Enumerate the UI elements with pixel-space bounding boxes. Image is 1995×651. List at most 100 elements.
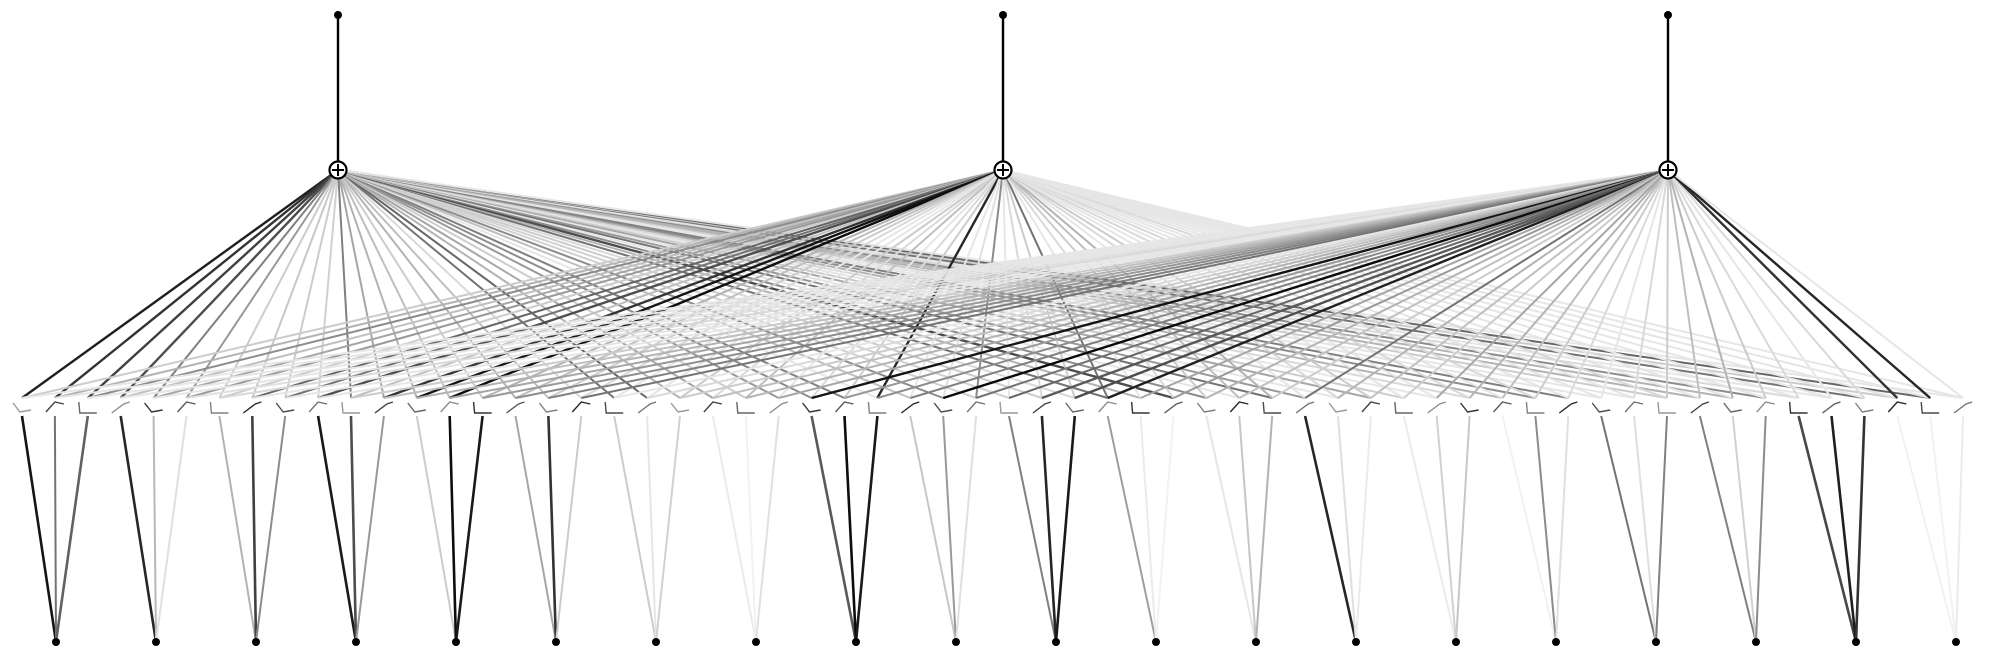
activation-glyph xyxy=(1098,401,1117,413)
output-edge xyxy=(1403,169,1669,399)
output-edge xyxy=(1074,168,1669,400)
activation-glyph xyxy=(1723,402,1742,413)
input-edge xyxy=(646,415,657,643)
input-edge xyxy=(514,415,557,643)
output-edge xyxy=(1667,169,1767,399)
output-edge xyxy=(120,169,1004,399)
activation-glyph xyxy=(45,401,65,413)
output-edge xyxy=(482,169,1669,399)
output-edge xyxy=(1501,169,1669,399)
activation-glyph xyxy=(407,402,426,413)
input-node xyxy=(52,638,60,646)
input-edge xyxy=(547,415,558,643)
activation-glyph xyxy=(1920,401,1940,414)
activation-glyph xyxy=(472,401,492,414)
output-edge xyxy=(1435,169,1669,399)
input-edge xyxy=(1555,415,1570,643)
input-edge xyxy=(854,415,879,643)
input-edge xyxy=(655,415,681,643)
output-edge xyxy=(1140,169,1669,399)
input-node xyxy=(1752,638,1760,646)
activation-glyph xyxy=(1525,401,1545,414)
input-edge xyxy=(1303,415,1358,643)
input-edge xyxy=(1633,415,1657,643)
output-edge xyxy=(1002,169,1766,399)
input-node xyxy=(1152,638,1160,646)
activation-glyph xyxy=(111,401,130,414)
input-edge xyxy=(1355,415,1372,643)
activation-glyphs xyxy=(12,401,1973,414)
output-edge xyxy=(1304,169,1669,399)
output-edge xyxy=(1271,169,1669,399)
input-edge xyxy=(1797,415,1858,643)
output-edge xyxy=(1600,169,1669,399)
input-edge xyxy=(810,415,858,643)
input-node xyxy=(1952,638,1960,646)
input-edge xyxy=(711,415,757,643)
input-node xyxy=(1552,638,1560,646)
activation-glyph xyxy=(571,401,591,413)
input-node xyxy=(252,638,260,646)
output-edge xyxy=(679,169,1669,399)
input-node xyxy=(552,638,560,646)
output-edge xyxy=(1041,168,1669,400)
output-edge xyxy=(1002,169,1799,399)
activation-glyph xyxy=(1822,401,1841,414)
input-node xyxy=(1652,638,1660,646)
input-edge xyxy=(744,415,757,643)
input-node xyxy=(352,638,360,646)
activation-glyph xyxy=(834,401,854,413)
input-node xyxy=(1252,638,1260,646)
input-edge xyxy=(155,415,188,643)
output-edge xyxy=(87,169,1004,399)
input-edge xyxy=(1337,415,1357,643)
output-edge xyxy=(745,169,1669,399)
input-edge xyxy=(1040,415,1058,643)
output-edge xyxy=(1667,169,1734,399)
activation-glyph xyxy=(176,401,196,413)
output-terminal xyxy=(1664,11,1672,19)
input-edge xyxy=(909,415,957,643)
input-edge xyxy=(1698,415,1757,643)
input-edge xyxy=(218,415,257,643)
activation-glyph xyxy=(308,401,328,413)
input-edge xyxy=(251,415,258,643)
input-edge xyxy=(955,415,978,643)
input-edge xyxy=(1238,415,1257,643)
input-edge xyxy=(1929,415,1957,643)
input-node xyxy=(1352,638,1360,646)
output-edge xyxy=(1002,169,1898,399)
input-node xyxy=(752,638,760,646)
output-edge xyxy=(1008,169,1669,399)
output-edge xyxy=(548,169,1669,399)
output-edge xyxy=(975,169,1669,399)
input-node xyxy=(652,638,660,646)
activation-glyph xyxy=(1328,402,1348,413)
activation-glyph xyxy=(802,402,821,413)
input-edge xyxy=(1139,415,1157,643)
output-edge xyxy=(646,169,1669,399)
input-edge xyxy=(349,415,358,643)
activation-glyph xyxy=(1788,401,1808,414)
activation-glyph xyxy=(1032,401,1052,414)
output-edge xyxy=(1567,169,1669,399)
input-edge xyxy=(555,415,583,643)
activation-glyph xyxy=(1624,401,1644,413)
activation-glyph xyxy=(867,401,887,414)
input-edge xyxy=(316,415,358,643)
activation-glyph xyxy=(1591,402,1611,413)
input-edge xyxy=(1155,415,1175,643)
activation-glyph xyxy=(1854,402,1874,413)
activation-glyph xyxy=(144,402,163,413)
output-edge xyxy=(1667,169,1931,399)
activation-glyph xyxy=(1460,402,1479,413)
activation-glyph xyxy=(1558,401,1578,414)
output-edge xyxy=(1002,169,1865,399)
activation-glyph xyxy=(1657,401,1676,414)
output-edge xyxy=(581,169,1669,399)
input-edge xyxy=(1655,415,1668,643)
input-edge xyxy=(1205,415,1257,643)
input-edge xyxy=(1106,415,1157,643)
input-edge xyxy=(1534,415,1557,643)
